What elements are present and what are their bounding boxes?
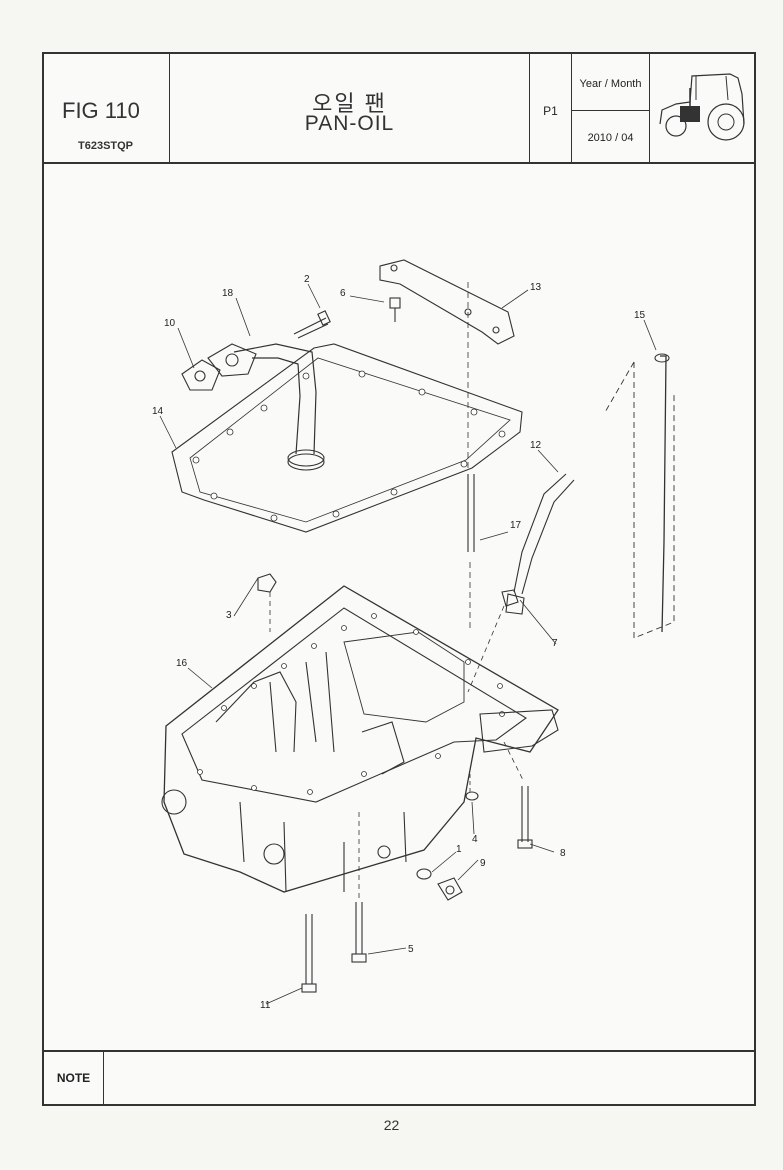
callout-7: 7 [552, 638, 558, 649]
washer-4 [465, 791, 479, 801]
callout-11: 11 [260, 1000, 271, 1011]
tractor-icon-cell [650, 54, 754, 162]
callout-10: 10 [164, 318, 176, 329]
callout-18: 18 [222, 288, 234, 299]
o-ring-1 [416, 868, 432, 880]
callout-3: 3 [226, 610, 232, 621]
callout-12: 12 [530, 440, 542, 451]
pipe-flange [207, 343, 257, 377]
callout-17: 17 [510, 520, 522, 531]
title-cell: 오일 팬 PAN-OIL [170, 54, 530, 162]
date-value: 2010 / 04 [587, 132, 634, 144]
date-cell: Year / Month 2010 / 04 [572, 54, 650, 162]
title-korean: 오일 팬 [312, 91, 387, 116]
nut-3 [257, 573, 277, 593]
sleeve-7 [501, 589, 519, 607]
suction-pipe [233, 343, 317, 455]
dipstick [660, 355, 667, 633]
tractor-icon [659, 73, 745, 141]
callout-15: 15 [634, 310, 646, 321]
flange-gasket [181, 359, 221, 391]
gasket-outline [171, 343, 523, 533]
oil-pan-outline [163, 585, 559, 893]
bolt-5 [355, 902, 363, 954]
callout-2: 2 [304, 274, 310, 285]
bolt-8 [521, 786, 529, 842]
callout-5: 5 [408, 944, 414, 955]
sheet-header: FIG 110 T623STQP 오일 팬 PAN-OIL P1 Year / … [44, 54, 754, 164]
bolt-11 [305, 914, 313, 984]
bolt-2 [293, 317, 329, 339]
gasket-inner [189, 357, 511, 523]
exploded-diagram: 2 6 13 15 18 10 14 12 17 3 7 16 4 8 1 9 … [152, 259, 675, 1011]
callout-6: 6 [340, 288, 346, 299]
callout-9: 9 [480, 858, 486, 869]
figure-number: FIG 110 [62, 98, 140, 123]
title-english: PAN-OIL [304, 112, 395, 135]
bolt-6 [389, 297, 401, 309]
callout-16: 16 [176, 658, 188, 669]
callout-8: 8 [560, 848, 566, 859]
dipstick-tube [513, 473, 575, 595]
callout-13: 13 [530, 282, 542, 293]
callout-14: 14 [152, 406, 164, 417]
note-section: NOTE [44, 1050, 754, 1104]
page-code-cell: P1 [530, 54, 572, 162]
figure-cell: FIG 110 T623STQP [44, 54, 170, 162]
bracket-13 [379, 259, 515, 345]
drain-plug-9 [437, 877, 463, 901]
parts-sheet: FIG 110 T623STQP 오일 팬 PAN-OIL P1 Year / … [42, 52, 756, 1106]
stud-17 [467, 474, 475, 552]
date-label: Year / Month [579, 78, 642, 90]
model-code: T623STQP [78, 140, 134, 152]
note-label: NOTE [44, 1052, 104, 1104]
callout-4: 4 [472, 834, 478, 845]
date-divider [572, 110, 649, 111]
callout-1: 1 [456, 844, 462, 855]
page-code: P1 [543, 104, 558, 118]
page-number: 22 [383, 1117, 400, 1133]
